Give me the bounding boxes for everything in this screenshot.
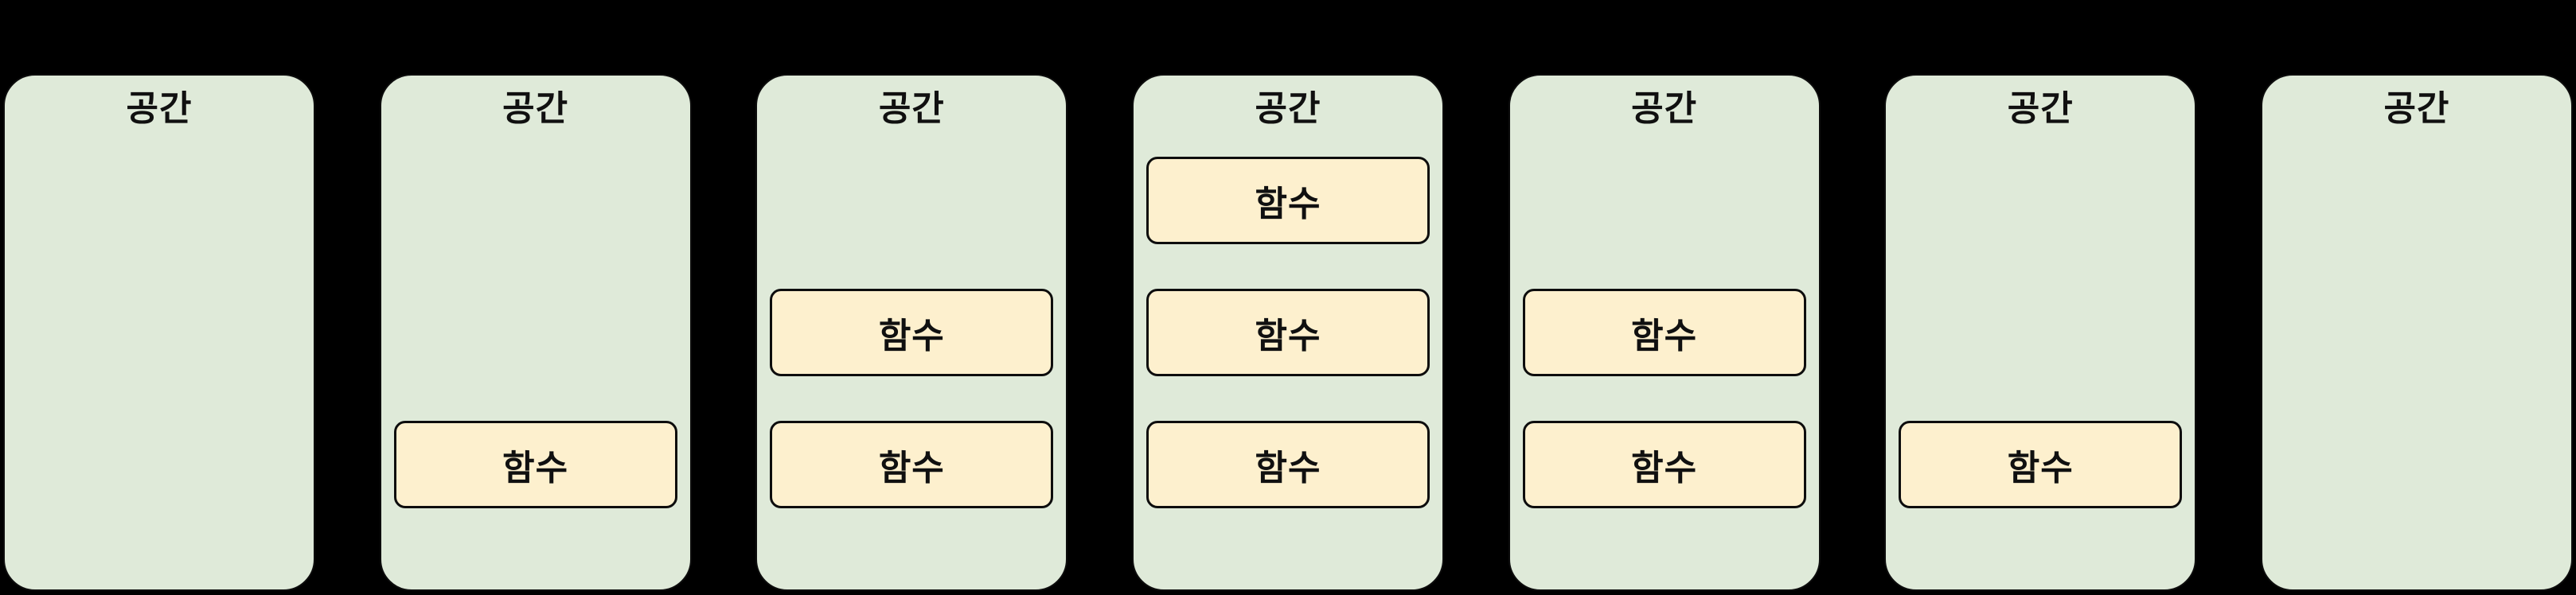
space-card-title: 공간 <box>2007 89 2074 128</box>
function-box: 함수 <box>1146 289 1430 376</box>
space-card-title: 공간 <box>1631 89 1698 128</box>
function-box: 함수 <box>1899 421 2183 508</box>
space-card-4: 공간 함수 함수 함수 <box>1131 74 1444 591</box>
function-stack: 함수 함수 <box>757 289 1066 508</box>
space-card-2: 공간 함수 <box>379 74 692 591</box>
function-box-label: 함수 <box>878 449 945 488</box>
space-card-5: 공간 함수 함수 <box>1508 74 1821 591</box>
function-box: 함수 <box>1522 421 1806 508</box>
function-box-label: 함수 <box>1631 449 1698 488</box>
function-box: 함수 <box>770 421 1054 508</box>
function-stack: 함수 함수 <box>1510 289 1819 508</box>
space-card-title: 공간 <box>502 89 569 128</box>
function-box: 함수 <box>1146 421 1430 508</box>
function-box-label: 함수 <box>1255 317 1321 356</box>
space-card-6: 공간 함수 <box>1884 74 2197 591</box>
function-box: 함수 <box>770 289 1054 376</box>
space-card-title: 공간 <box>1255 89 1321 128</box>
space-card-3: 공간 함수 함수 <box>755 74 1068 591</box>
function-box-label: 함수 <box>1631 317 1698 356</box>
function-stack: 함수 <box>381 421 690 508</box>
space-card-1: 공간 <box>3 74 315 591</box>
space-card-7: 공간 <box>2260 74 2573 591</box>
function-box-label: 함수 <box>1255 185 1321 224</box>
function-box-label: 함수 <box>878 317 945 356</box>
function-box: 함수 <box>393 421 677 508</box>
function-box: 함수 <box>1146 157 1430 244</box>
space-card-title: 공간 <box>878 89 945 128</box>
function-box: 함수 <box>1522 289 1806 376</box>
function-stack: 함수 <box>1886 421 2195 508</box>
space-card-title: 공간 <box>126 89 193 128</box>
function-box-label: 함수 <box>2007 449 2074 488</box>
space-card-title: 공간 <box>2383 89 2450 128</box>
function-stack: 함수 함수 함수 <box>1134 157 1442 508</box>
function-box-label: 함수 <box>1255 449 1321 488</box>
function-box-label: 함수 <box>502 449 569 488</box>
